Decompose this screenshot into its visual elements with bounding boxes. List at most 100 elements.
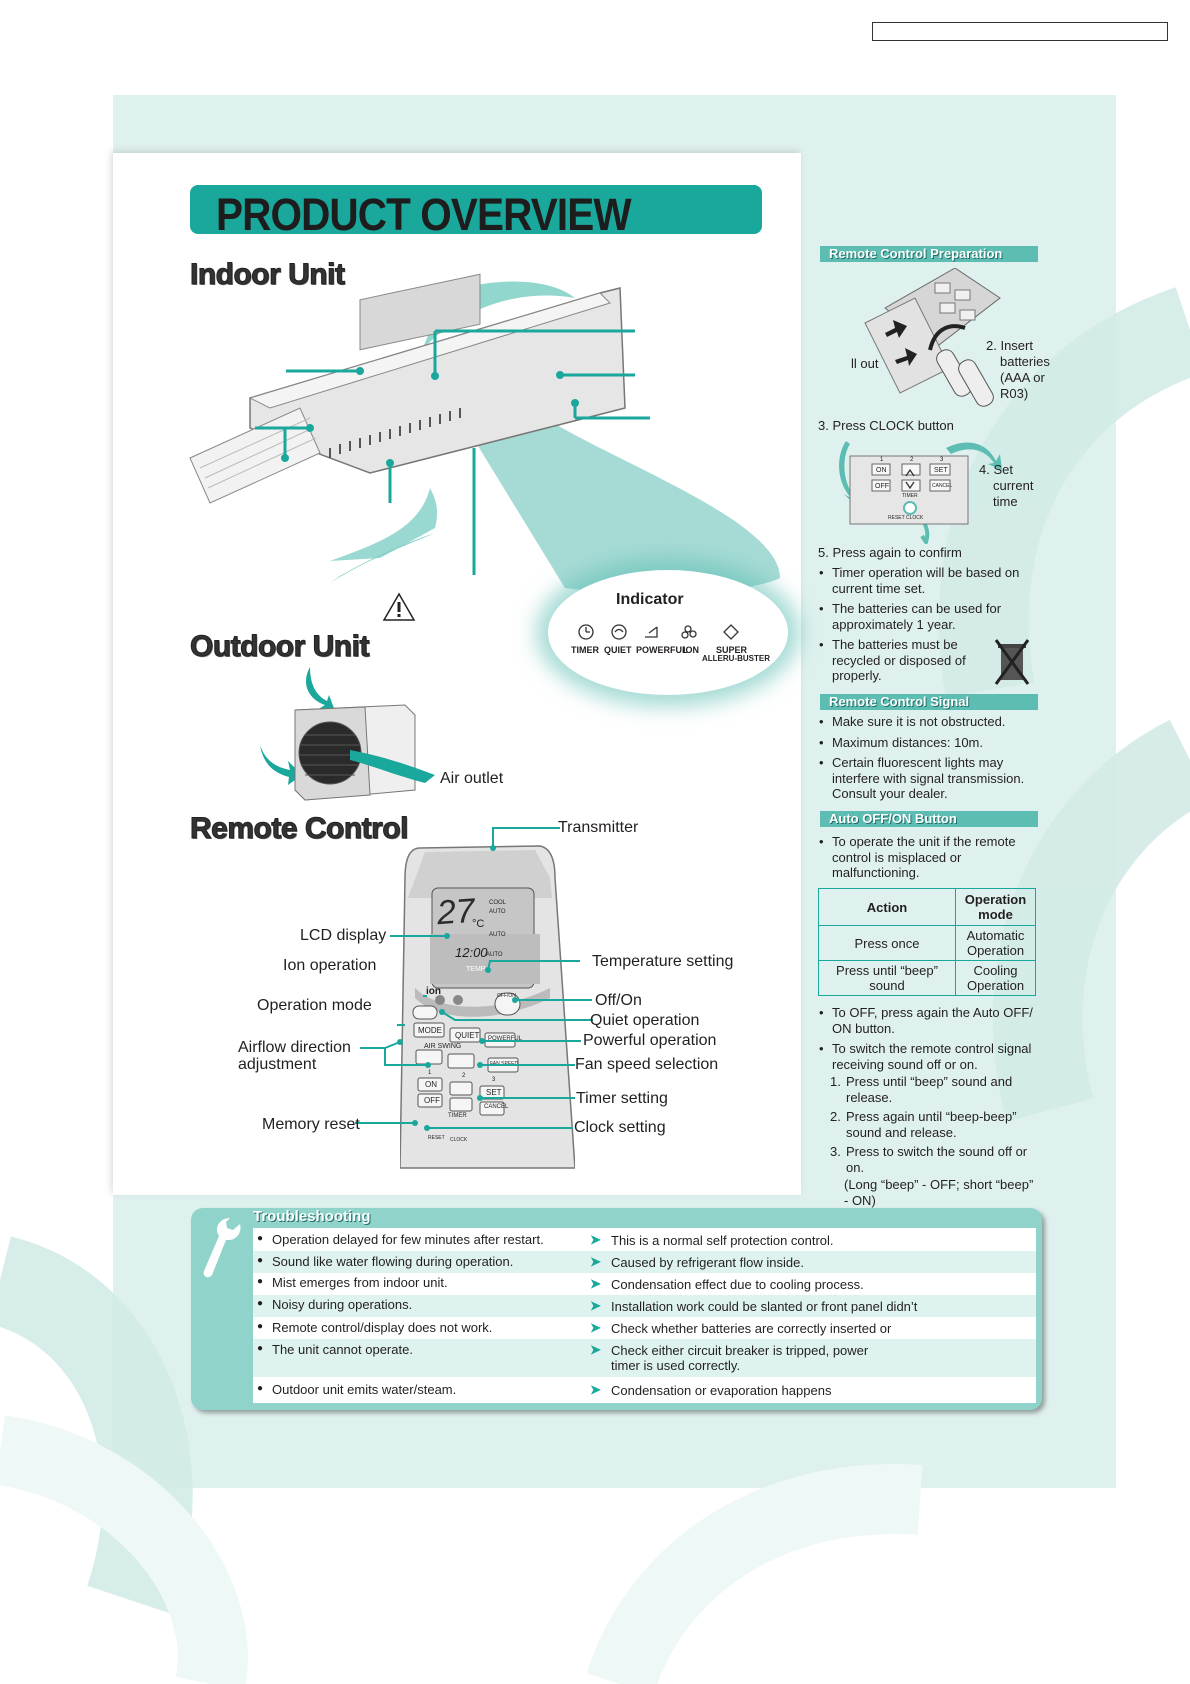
clock-setting-illustration	[839, 441, 1002, 544]
airflow-adjustment-label: adjustment	[238, 1056, 317, 1073]
mini-num-3: 3	[940, 457, 944, 463]
air-swing-button[interactable]: AIR SWING	[424, 1043, 462, 1050]
mini-set-button: SET	[934, 467, 948, 474]
ts-issue: Operation delayed for few minutes after …	[257, 1232, 544, 1247]
ts-answer: Condensation or evaporation happens	[611, 1383, 832, 1398]
battery-insertion-illustration	[864, 268, 1001, 407]
beep-note: (Long “beep” - OFF; short “beep” - ON)	[844, 1177, 1034, 1208]
timer-set-button[interactable]: SET	[486, 1088, 502, 1097]
arrow-right-icon: ➤	[590, 1232, 601, 1247]
table-cell: Automatic Operation	[955, 925, 1036, 961]
indicator-powerful: POWERFUL	[636, 645, 688, 655]
auto-intro-bullet: To operate the unit if the remote contro…	[818, 834, 1018, 881]
offon-button[interactable]: OFF/ON	[497, 993, 516, 999]
ts-answer: Caused by refrigerant flow inside.	[611, 1255, 804, 1270]
timer-on-button[interactable]: ON	[425, 1080, 437, 1089]
remote-control-illustration	[400, 845, 575, 1169]
troubleshooting-row: Operation delayed for few minutes after …	[253, 1229, 1036, 1251]
ion-button[interactable]: ion	[426, 986, 441, 997]
temperature-setting-label: Temperature setting	[592, 953, 734, 970]
clock-button[interactable]: CLOCK	[450, 1137, 468, 1143]
ts-issue: Remote control/display does not work.	[257, 1320, 492, 1335]
outdoor-unit-illustration	[260, 667, 435, 801]
troubleshooting-row: Remote control/display does not work. ➤ …	[253, 1317, 1036, 1339]
timer-off-button[interactable]: OFF	[424, 1096, 440, 1105]
arrow-right-icon: ➤	[590, 1298, 601, 1313]
insert-line-4: R03)	[1000, 386, 1029, 401]
confirm-label: 5. Press again to confirm	[818, 545, 962, 560]
mini-cancel-button: CANCEL	[932, 483, 953, 489]
timer-cancel-button[interactable]: CANCEL	[484, 1104, 509, 1110]
ts-issue: Noisy during operations.	[257, 1297, 412, 1312]
prep-bullet: Timer operation will be based on current…	[818, 565, 1028, 596]
lcd-auto-2: AUTO	[489, 932, 506, 938]
lcd-display-label: LCD display	[300, 927, 387, 944]
ts-issue: The unit cannot operate.	[257, 1342, 413, 1357]
insert-line-1: 2. Insert	[986, 338, 1033, 353]
mini-reset-label: RESET	[888, 515, 905, 521]
mini-clock-label: CLOCK	[906, 515, 924, 521]
signal-bullets: Make sure it is not obstructed. Maximum …	[818, 714, 1034, 807]
table-cell: Cooling Operation	[955, 960, 1036, 996]
ts-issue: Outdoor unit emits water/steam.	[257, 1382, 456, 1397]
mini-timer-label: TIMER	[902, 493, 918, 499]
ts-issue: Mist emerges from indoor unit.	[257, 1275, 448, 1290]
title-bar	[190, 185, 762, 234]
troubleshooting-row: Outdoor unit emits water/steam. ➤ Conden…	[253, 1377, 1036, 1401]
auto-steps: 1.Press until “beep” sound and release. …	[830, 1074, 1030, 1179]
troubleshooting-row: Noisy during operations. ➤ Installation …	[253, 1295, 1036, 1317]
reset-button[interactable]: RESET	[428, 1135, 445, 1141]
indicator-ion: ION	[683, 645, 700, 655]
table-cell: Press until “beep” sound	[818, 960, 956, 996]
arrow-right-icon: ➤	[590, 1382, 601, 1397]
indicator-timer: TIMER	[571, 645, 599, 655]
troubleshooting-row: The unit cannot operate. ➤ Check either …	[253, 1339, 1036, 1377]
mini-num-1: 1	[880, 457, 884, 463]
indicator-icons	[578, 624, 739, 640]
memory-reset-label: Memory reset	[262, 1116, 360, 1133]
ts-answer: Condensation effect due to cooling proce…	[611, 1277, 864, 1292]
clock-setting-label: Clock setting	[574, 1119, 666, 1136]
operation-mode-label: Operation mode	[257, 997, 372, 1014]
table-cell: Press once	[818, 925, 956, 961]
wrench-icon	[203, 1218, 241, 1278]
auto-bullet: To switch the remote control signal rece…	[818, 1041, 1036, 1072]
powerful-button[interactable]: POWERFUL	[488, 1036, 523, 1042]
ion-operation-label: Ion operation	[283, 957, 377, 974]
remote-leader-lines	[355, 827, 593, 1131]
lcd-auto-1: AUTO	[489, 909, 506, 915]
lcd-unit: °C	[472, 918, 485, 930]
indicator-alleru-buster: ALLERU-BUSTER	[702, 654, 770, 663]
signal-title: Remote Control Signal	[829, 694, 970, 709]
signal-bullet: Make sure it is not obstructed.	[818, 714, 1034, 730]
troubleshooting-row: Mist emerges from indoor unit. ➤ Condens…	[253, 1273, 1036, 1295]
ts-answer: Check whether batteries are correctly in…	[611, 1321, 892, 1336]
powerful-operation-label: Powerful operation	[583, 1032, 717, 1049]
prep-bullet: The batteries must be recycled or dispos…	[818, 637, 978, 684]
table-header-mode: Operation mode	[955, 888, 1036, 926]
caution-triangle-icon	[382, 592, 416, 621]
signal-bullet: Certain fluorescent lights may interfere…	[818, 755, 1034, 802]
auto-button-header: Auto OFF/ON Button	[820, 811, 1038, 827]
insert-line-2: batteries	[1000, 354, 1050, 369]
crossed-bin-icon	[994, 639, 1030, 685]
auto-bullet: To OFF, press again the Auto OFF/ ON but…	[818, 1005, 1036, 1036]
mode-button[interactable]: MODE	[418, 1026, 442, 1035]
mini-off-button: OFF	[875, 483, 889, 490]
auto-bullets: To OFF, press again the Auto OFF/ ON but…	[818, 1005, 1036, 1077]
timer-num-3: 3	[492, 1077, 496, 1083]
quiet-button[interactable]: QUIET	[455, 1031, 480, 1040]
page-title: PRODUCT OVERVIEW	[216, 189, 632, 240]
set-time-line-1: 4. Set	[979, 462, 1013, 477]
indicator-title: Indicator	[616, 591, 684, 608]
pull-out-label: ll out	[851, 356, 879, 371]
timer-label: TIMER	[448, 1113, 467, 1119]
arrow-right-icon: ➤	[590, 1276, 601, 1291]
auto-step: 1.Press until “beep” sound and release.	[830, 1074, 1013, 1105]
transmitter-label: Transmitter	[558, 819, 639, 836]
ts-issue: Sound like water flowing during operatio…	[257, 1254, 513, 1269]
temp-button-label[interactable]: TEMP	[466, 966, 486, 973]
header-code-box	[872, 22, 1168, 41]
lcd-time: 12:00	[455, 945, 488, 960]
set-time-line-3: time	[993, 494, 1018, 509]
